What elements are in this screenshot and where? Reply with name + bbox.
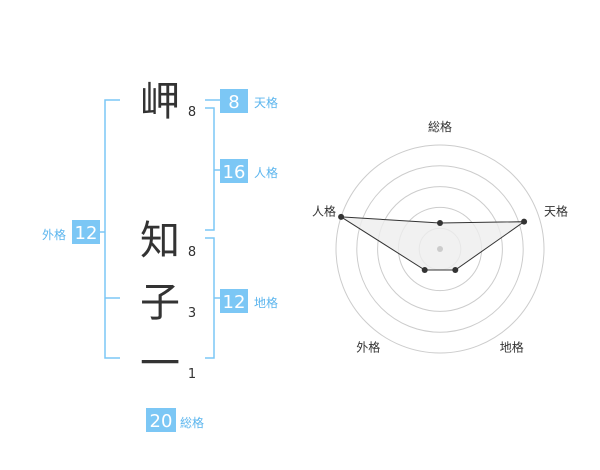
jinkaku-label: 人格 [254,165,278,180]
tenkaku-badge-box [220,89,248,113]
radar-point-外格 [421,267,428,274]
jinkaku-bracket [205,107,215,231]
radar-point-天格 [521,218,528,225]
radar-point-地格 [452,267,459,274]
given-stroke-count-2: 3 [188,306,196,321]
chikaku-badge-box [220,289,248,313]
given-char-2: 子 [140,280,180,326]
jinkaku-badge-box [220,159,248,183]
radar-axis-label-3: 外格 [356,340,380,355]
given-stroke-count-1: 8 [188,245,196,260]
radar-ring-5 [335,144,545,354]
radar-center-dot [437,246,443,252]
tenkaku-label: 天格 [254,95,278,110]
chikaku-label: 地格 [254,295,278,310]
given-stroke-count-3: 1 [188,367,196,382]
soukaku-value: 20 [150,411,173,432]
chikaku-value: 12 [223,292,246,313]
soukaku-badge: 20 総格 [146,408,204,432]
tenkaku-badge: 8 天格 [220,89,278,113]
gaikaku-label: 外格 [42,227,66,242]
jinkaku-badge: 16 人格 [220,159,278,183]
radar-point-人格 [338,213,345,220]
radar-polygon [340,216,526,271]
radar-axis-label-4: 人格 [312,203,336,218]
radar-points [338,213,528,274]
chikaku-badge: 12 地格 [220,289,278,313]
radar-ring-3 [377,186,503,312]
jinkaku-value: 16 [223,162,246,183]
gaikaku-value: 12 [75,223,98,244]
radar-axis-label-0: 総格 [428,119,452,134]
chikaku-bracket [205,237,215,359]
given-char-3: 一 [140,341,180,387]
soukaku-badge-box [146,408,176,432]
gaikaku-bracket [104,99,120,359]
gaikaku-badge-box [72,220,100,244]
surname-char-1: 岬 [140,79,180,125]
soukaku-label: 総格 [180,415,204,430]
radar-axis-label-2: 地格 [500,340,524,355]
given-char-1: 知 [140,218,180,264]
radar-point-総格 [437,220,443,226]
tenkaku-value: 8 [228,92,239,113]
surname-stroke-count-1: 8 [188,105,196,120]
radar-axis-label-1: 天格 [544,203,568,218]
radar-ring-4 [356,165,524,333]
gaikaku-badge: 外格 12 [42,220,100,244]
